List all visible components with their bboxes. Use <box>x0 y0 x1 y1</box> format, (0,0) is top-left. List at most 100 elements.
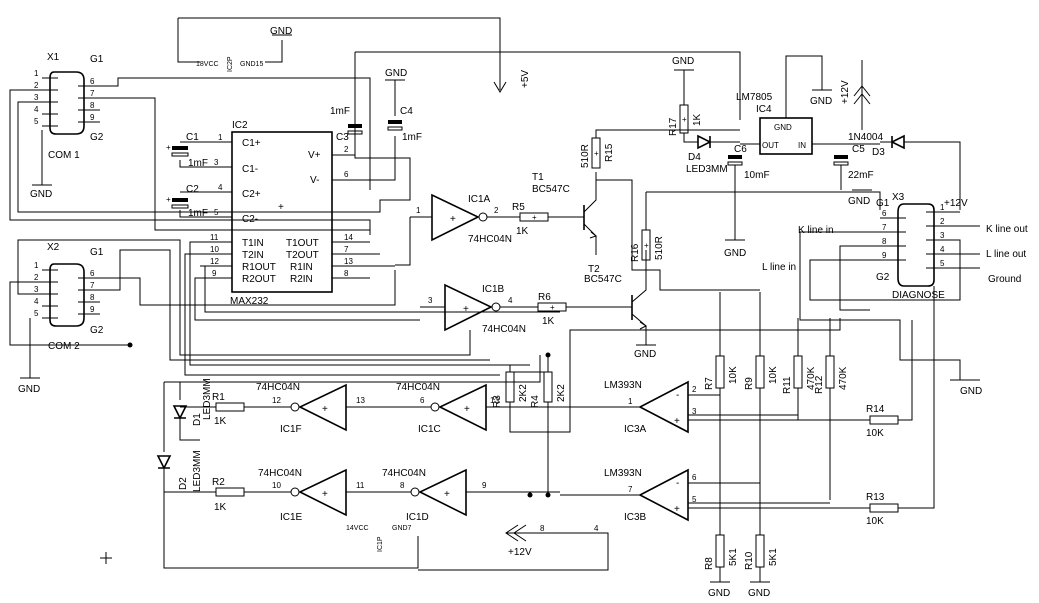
led-indicators: R1 1K R2 1K D1 LED3MM D2 LED3MM <box>156 355 541 513</box>
top-power-rail: GND 18VCC GND15 IC2P +5V <box>177 17 741 120</box>
x2-gnd: GND <box>18 384 40 395</box>
x1-g2: G2 <box>90 132 104 143</box>
x2-pin-6: 6 <box>90 269 95 278</box>
x3-pin-9: 9 <box>882 251 887 260</box>
x3-pin-3: 3 <box>940 231 945 240</box>
ic2-pin-t1in-name: T1IN <box>242 238 264 249</box>
comparator-ic3a: - + LM393N IC3A 1 2 3 <box>604 380 798 435</box>
svg-text:+: + <box>444 489 450 500</box>
ic1a-ref: IC1A <box>468 194 491 205</box>
r5-value: 1K <box>516 226 529 237</box>
driver-stage: + R5 1K + R6 1K T1 BC547C T2 BC547C GND … <box>512 129 881 360</box>
d3-part: 1N4004 <box>848 132 883 143</box>
svg-text:+: + <box>166 143 171 152</box>
ic3a-ref: IC3A <box>624 424 647 435</box>
ic1-vcc: 14VCC <box>346 525 369 532</box>
ic2-pin-vminus-name: V- <box>310 175 319 186</box>
x3-plus12: +12V <box>944 198 968 209</box>
r3-ref: R3 <box>492 395 503 408</box>
ic3a-pin-plus: 3 <box>692 407 697 416</box>
reg-gnd: GND <box>810 96 832 107</box>
d4-ref: D4 <box>688 152 701 163</box>
svg-text:+: + <box>463 304 469 315</box>
x2-pin-5: 5 <box>34 309 39 318</box>
r12-value: 470K <box>838 366 849 390</box>
ic1f-ref: IC1F <box>280 424 302 435</box>
ic2p-label: IC2P <box>227 56 234 72</box>
c5-ref: C5 <box>852 144 865 155</box>
c6-gnd: GND <box>724 248 746 259</box>
x2-g1: G1 <box>90 247 104 258</box>
r10-ref: R10 <box>744 551 755 570</box>
ic2-pin-13: 13 <box>344 257 353 266</box>
ic2-pin-7: 7 <box>344 245 349 254</box>
ic2-pin-11: 11 <box>210 233 219 242</box>
label-k-line-in: K line in <box>798 225 834 236</box>
x3-pin-2: 2 <box>940 217 945 226</box>
c4-gnd: GND <box>385 68 407 79</box>
ic2-pin-r1in-name: R1IN <box>290 262 313 273</box>
r8-ref: R8 <box>704 557 715 570</box>
x1-pin-9: 9 <box>90 113 95 122</box>
ic2-pin-2: 2 <box>344 145 349 154</box>
c2-value: 1mF <box>188 208 208 219</box>
ic2-pin-6: 6 <box>344 170 349 179</box>
x2-pin-8: 8 <box>90 293 95 302</box>
r2-ref: R2 <box>212 477 225 488</box>
x1-pin-5: 5 <box>34 117 39 126</box>
ic2-pin-r2in-name: R2IN <box>290 274 313 285</box>
x1-g1: G1 <box>90 54 104 65</box>
c2-ref: C2 <box>186 184 199 195</box>
ic2-pin-c2p-name: C2+ <box>242 189 261 200</box>
ic2-pin-c2m-name: C2- <box>242 214 258 225</box>
ic1c-ref: IC1C <box>418 424 441 435</box>
label-l-line-in: L line in <box>762 262 796 273</box>
r16-value: 510R <box>654 236 665 260</box>
inverter-ic1c: + 74HC04N IC1C 13 6 <box>346 382 610 435</box>
r11-value: 470K <box>806 366 817 390</box>
ic1p-label: IC1P <box>377 536 384 552</box>
label-k-line-out: K line out <box>986 224 1028 235</box>
ic2-pin-8: 8 <box>344 269 349 278</box>
r15-value: 510R <box>580 144 591 168</box>
x3-pin-7: 7 <box>882 223 887 232</box>
x3-ref: X3 <box>892 192 905 203</box>
regulator-in-pin: IN <box>798 141 806 150</box>
ic2-pin-12: 12 <box>210 257 219 266</box>
regulator-gnd-pin: GND <box>774 123 792 132</box>
r15-ref: R15 <box>604 143 615 162</box>
ic2-pin-5: 5 <box>214 208 219 217</box>
r6-ref: R6 <box>538 292 551 303</box>
inverter-ic1f: + 74HC04N IC1F 13 12 <box>244 382 365 435</box>
ic2-pin-vplus-name: V+ <box>308 150 321 161</box>
ic3a-pin-minus: 2 <box>692 385 697 394</box>
c1-value: 1mF <box>188 158 208 169</box>
plus12-top: +12V <box>840 80 851 104</box>
x2-pin-7: 7 <box>90 281 95 290</box>
x3-pin-4: 4 <box>940 245 945 254</box>
ic1b-out: 4 <box>508 296 513 305</box>
x2-caption: COM 2 <box>48 341 80 352</box>
d1-part: LED3MM <box>202 378 213 420</box>
ic1b-ref: IC1B <box>482 284 505 295</box>
ic3b-part: LM393N <box>604 468 642 479</box>
x1-pin-4: 4 <box>34 105 39 114</box>
connector-x2: X2 G1 G2 1 2 3 4 5 6 7 8 9 COM 2 GND <box>9 239 490 395</box>
x2-pin-9: 9 <box>90 305 95 314</box>
svg-text:+: + <box>450 214 456 225</box>
ic1e-part: 74HC04N <box>258 468 302 479</box>
x1-pin-3: 3 <box>34 93 39 102</box>
r14-value: 10K <box>866 428 884 439</box>
t2-gnd: GND <box>634 349 656 360</box>
svg-text:+: + <box>674 416 680 427</box>
r8-value: 5K1 <box>728 548 739 566</box>
ic1a-part: 74HC04N <box>468 234 512 245</box>
d2-part: LED3MM <box>192 450 203 492</box>
plus5-label: +5V <box>520 70 531 88</box>
t2-part: BC547C <box>584 274 622 285</box>
x2-pin-2: 2 <box>34 273 39 282</box>
r13-value: 10K <box>866 516 884 527</box>
ic2-pin-c1p-name: C1+ <box>242 138 261 149</box>
r4-value: 2K2 <box>556 384 567 402</box>
